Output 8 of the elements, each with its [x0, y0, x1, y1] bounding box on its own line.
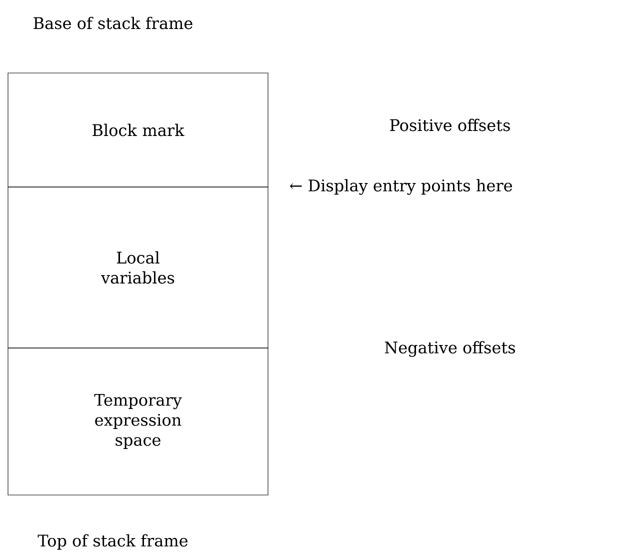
stack-cell: Local variables — [8, 186, 268, 348]
label-text: Top of stack frame — [38, 534, 188, 550]
label-text: ← Display entry points here — [290, 179, 512, 195]
label-text: Base of stack frame — [34, 16, 192, 30]
stack-cell: Temporary expression space — [8, 348, 268, 496]
label-text: Positive offsets — [390, 118, 510, 132]
stack-cell: Block mark — [8, 72, 268, 188]
label-text: Negative offsets — [384, 341, 515, 357]
